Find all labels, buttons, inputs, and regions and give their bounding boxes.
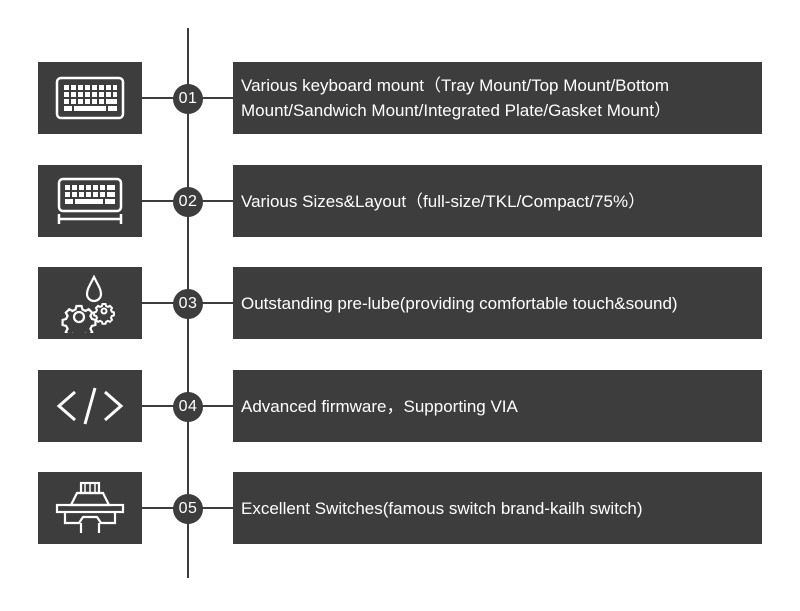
icon-box (38, 370, 142, 442)
icon-box (38, 267, 142, 339)
feature-row-2: 02 Various Sizes&Layout（full-size/TKL/Co… (0, 165, 800, 237)
keyboard-icon (55, 76, 125, 120)
connector-line (142, 200, 174, 202)
step-number-badge: 04 (173, 392, 203, 422)
feature-text: Advanced firmware，Supporting VIA (233, 370, 762, 442)
feature-row-4: 04 Advanced firmware，Supporting VIA (0, 370, 800, 442)
step-number-badge: 02 (173, 187, 203, 217)
keyboard-size-icon (57, 177, 123, 224)
connector-line (202, 302, 233, 304)
feature-text: Various keyboard mount（Tray Mount/Top Mo… (233, 62, 762, 134)
icon-box (38, 165, 142, 237)
gears-lube-icon (61, 274, 115, 333)
code-icon (56, 387, 124, 425)
feature-text: Various Sizes&Layout（full-size/TKL/Compa… (233, 165, 762, 237)
icon-box (38, 62, 142, 134)
feature-row-5: 05 Excellent Switches(famous switch bran… (0, 472, 800, 544)
step-number-badge: 01 (173, 84, 203, 114)
step-number-badge: 03 (173, 289, 203, 319)
step-number-badge: 05 (173, 494, 203, 524)
connector-line (202, 507, 233, 509)
connector-line (202, 405, 233, 407)
connector-line (202, 97, 233, 99)
connector-line (142, 405, 174, 407)
connector-line (142, 97, 174, 99)
feature-text: Excellent Switches(famous switch brand-k… (233, 472, 762, 544)
connector-line (142, 302, 174, 304)
switch-icon (55, 481, 125, 533)
icon-box (38, 472, 142, 544)
connector-line (142, 507, 174, 509)
connector-line (202, 200, 233, 202)
feature-row-3: 03 Outstanding pre-lube(providing comfor… (0, 267, 800, 339)
feature-row-1: 01 Various keyboard mount（Tray Mount/Top… (0, 62, 800, 134)
feature-text: Outstanding pre-lube(providing comfortab… (233, 267, 762, 339)
